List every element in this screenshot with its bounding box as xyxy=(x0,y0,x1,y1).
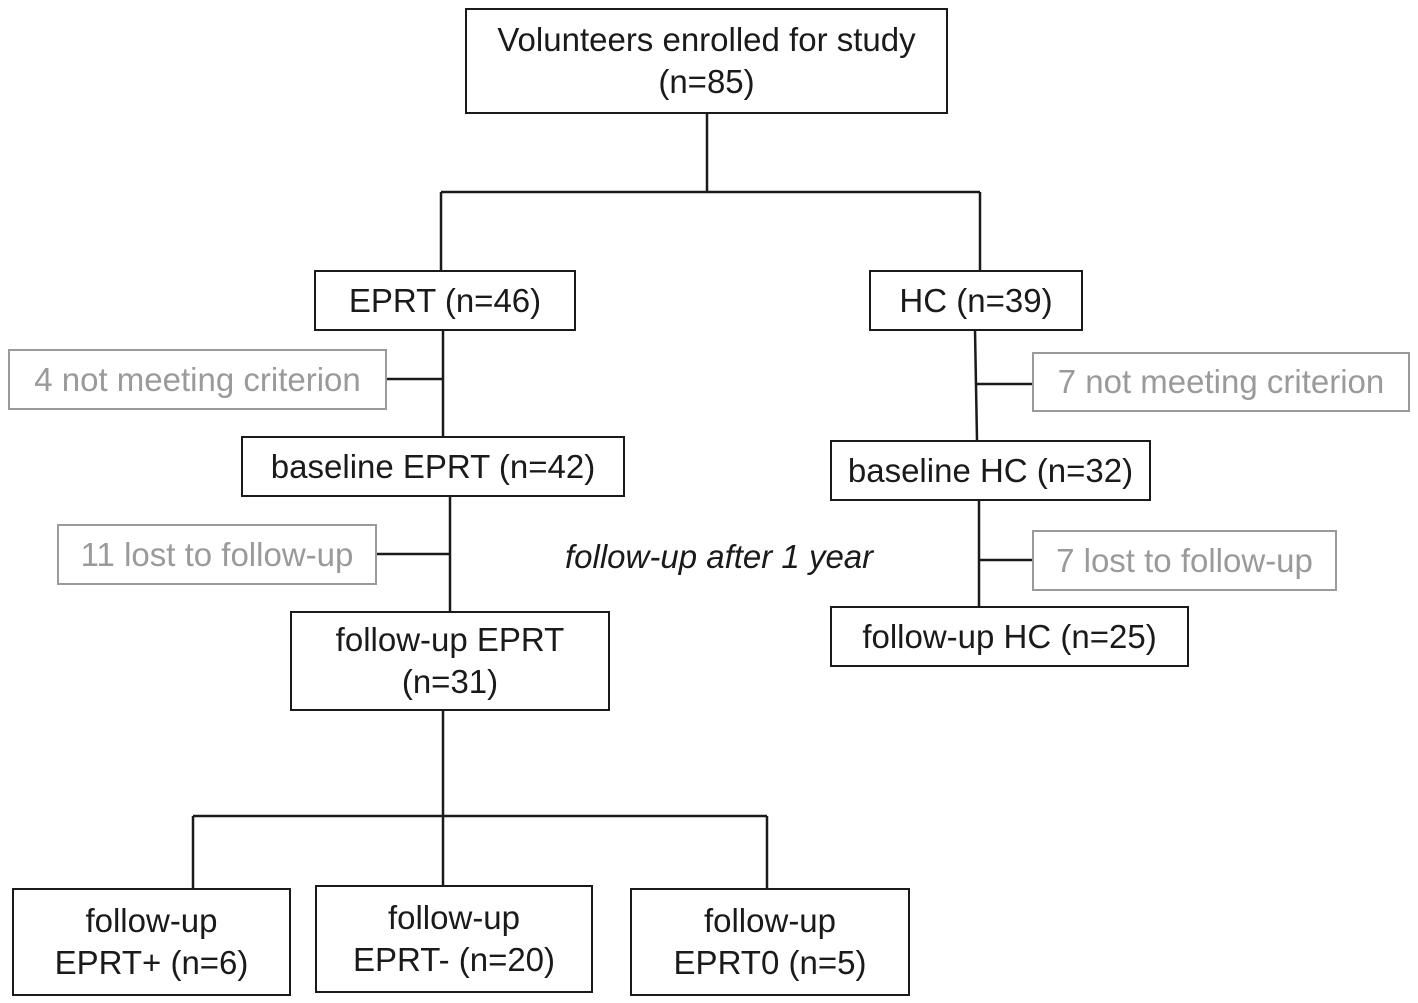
followup-eprt-zero-title: follow-up xyxy=(703,902,837,939)
baseline-hc-node: baseline HC (n=32) xyxy=(830,440,1151,501)
enrolled-count: (n=85) xyxy=(658,63,755,100)
followup-eprt-zero-count: EPRT0 (n=5) xyxy=(673,944,867,981)
eprt-exclusion-node: 4 not meeting criterion xyxy=(8,349,387,410)
eprt-exclusion-label: 4 not meeting criterion xyxy=(34,360,361,398)
followup-eprt-count: (n=31) xyxy=(401,663,499,700)
followup-eprt-plus-count: EPRT+ (n=6) xyxy=(54,944,249,981)
followup-eprt-plus-title: follow-up xyxy=(85,902,218,939)
eprt-lost-label: 11 lost to follow-up xyxy=(80,535,354,573)
followup-eprt-minus-count: EPRT- (n=20) xyxy=(352,941,556,978)
hc-lost-label: 7 lost to follow-up xyxy=(1056,541,1313,579)
hc-node: HC (n=39) xyxy=(869,270,1083,331)
eprt-lost-node: 11 lost to follow-up xyxy=(57,524,377,585)
followup-eprt-plus-node: follow-up EPRT+ (n=6) xyxy=(12,888,291,996)
connector-hc-to-baseline xyxy=(973,329,979,441)
eprt-node: EPRT (n=46) xyxy=(314,270,576,331)
followup-eprt-minus-title: follow-up xyxy=(387,899,521,936)
hc-lost-node: 7 lost to follow-up xyxy=(1032,530,1337,591)
hc-exclusion-node: 7 not meeting criterion xyxy=(1032,352,1410,412)
followup-hc-label: follow-up HC (n=25) xyxy=(862,617,1157,655)
followup-eprt-title: follow-up EPRT xyxy=(335,621,565,658)
baseline-eprt-node: baseline EPRT (n=42) xyxy=(241,436,625,497)
enrolled-title: Volunteers enrolled for study xyxy=(497,21,916,58)
eprt-label: EPRT (n=46) xyxy=(348,281,542,319)
hc-label: HC (n=39) xyxy=(899,281,1053,319)
hc-exclusion-label: 7 not meeting criterion xyxy=(1057,363,1385,400)
followup-eprt-minus-node: follow-up EPRT- (n=20) xyxy=(315,885,593,993)
follow-up-duration-annotation: follow-up after 1 year xyxy=(565,538,874,575)
enrolled-node: Volunteers enrolled for study (n=85) xyxy=(465,8,948,114)
followup-eprt-node: follow-up EPRT (n=31) xyxy=(290,611,610,711)
baseline-eprt-label: baseline EPRT (n=42) xyxy=(270,447,596,485)
followup-hc-node: follow-up HC (n=25) xyxy=(830,606,1189,667)
followup-eprt-zero-node: follow-up EPRT0 (n=5) xyxy=(630,888,910,996)
baseline-hc-label: baseline HC (n=32) xyxy=(847,451,1134,489)
